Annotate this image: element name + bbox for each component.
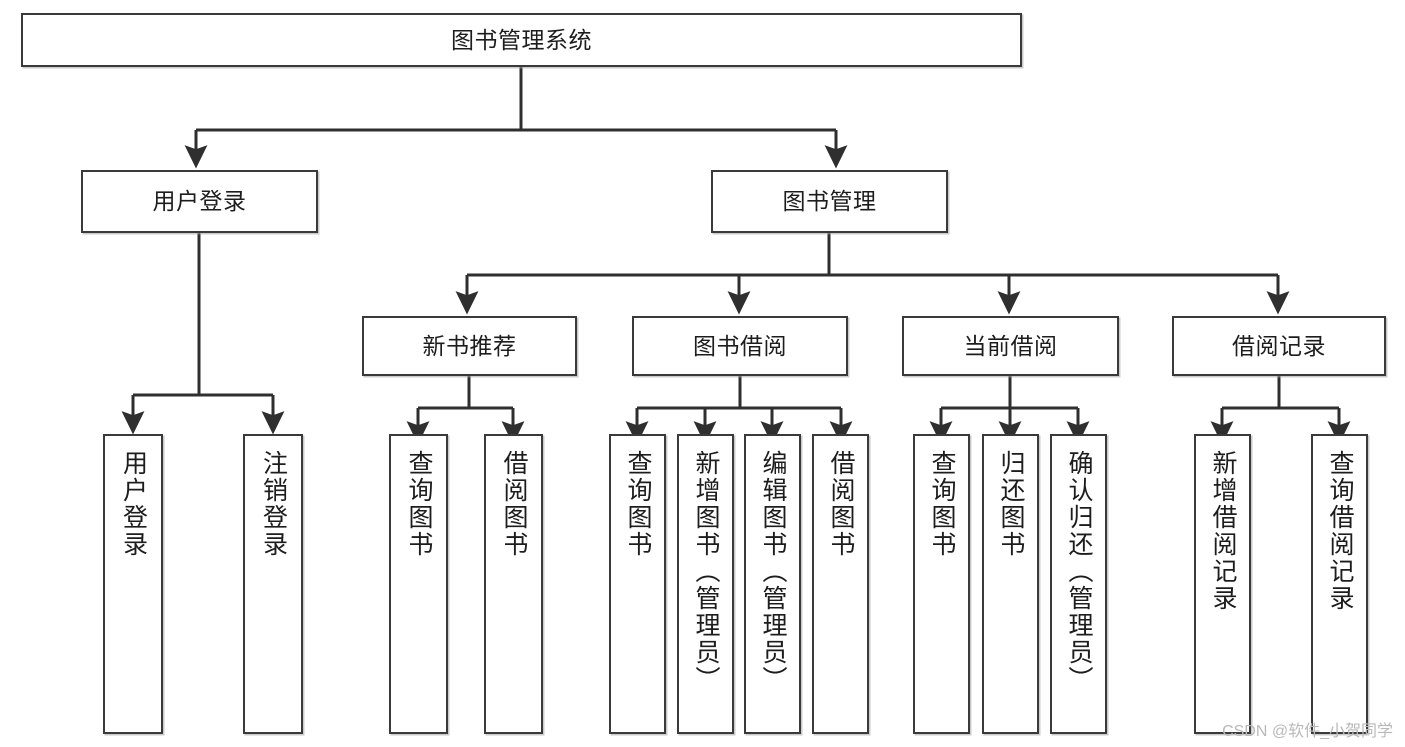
leaf-newbook-borrow-book-label: 借阅图书 xyxy=(500,450,528,558)
node-book-management-label: 图书管理 xyxy=(782,188,877,214)
node-borrow-record[interactable]: 借阅记录 xyxy=(1172,316,1386,376)
leaf-borrow-borrow-book-label: 借阅图书 xyxy=(827,450,855,558)
leaf-record-add-borrow-record-label: 新增借阅记录 xyxy=(1209,450,1237,612)
leaf-current-confirm-return-admin-label: 确认归还（管理员） xyxy=(1065,450,1093,693)
leaf-current-return-book-label: 归还图书 xyxy=(997,450,1025,558)
leaf-borrow-edit-book-admin[interactable]: 编辑图书（管理员） xyxy=(744,434,801,734)
node-current-borrow-label: 当前借阅 xyxy=(963,332,1058,359)
leaf-borrow-edit-book-admin-label: 编辑图书（管理员） xyxy=(759,450,787,693)
leaf-newbook-query-book-label: 查询图书 xyxy=(405,450,433,558)
leaf-user-login[interactable]: 用户登录 xyxy=(103,434,163,734)
node-new-book-recommend-label: 新书推荐 xyxy=(422,332,517,359)
node-book-borrow-label: 图书借阅 xyxy=(693,332,787,359)
leaf-current-query-book-label: 查询图书 xyxy=(928,450,956,558)
node-new-book-recommend[interactable]: 新书推荐 xyxy=(362,316,577,376)
leaf-borrow-add-book-admin-label: 新增图书（管理员） xyxy=(692,450,720,693)
leaf-newbook-borrow-book[interactable]: 借阅图书 xyxy=(484,434,543,734)
leaf-current-confirm-return-admin[interactable]: 确认归还（管理员） xyxy=(1050,434,1107,734)
node-book-borrow[interactable]: 图书借阅 xyxy=(632,316,848,376)
leaf-current-return-book[interactable]: 归还图书 xyxy=(982,434,1039,734)
leaf-user-logout[interactable]: 注销登录 xyxy=(243,434,303,734)
leaf-user-logout-label: 注销登录 xyxy=(259,450,288,558)
leaf-borrow-query-book[interactable]: 查询图书 xyxy=(609,434,666,734)
leaf-user-login-label: 用户登录 xyxy=(119,450,148,558)
node-root[interactable]: 图书管理系统 xyxy=(21,13,1022,67)
leaf-borrow-query-book-label: 查询图书 xyxy=(624,450,652,558)
node-current-borrow[interactable]: 当前借阅 xyxy=(902,316,1119,376)
node-user-login[interactable]: 用户登录 xyxy=(81,170,318,233)
leaf-record-query-borrow-record[interactable]: 查询借阅记录 xyxy=(1311,434,1368,734)
node-user-login-label: 用户登录 xyxy=(152,188,247,214)
node-book-management[interactable]: 图书管理 xyxy=(711,170,948,233)
node-borrow-record-label: 借阅记录 xyxy=(1232,332,1326,359)
leaf-current-query-book[interactable]: 查询图书 xyxy=(913,434,970,734)
leaf-borrow-borrow-book[interactable]: 借阅图书 xyxy=(812,434,869,734)
node-root-label: 图书管理系统 xyxy=(451,26,592,53)
leaf-record-add-borrow-record[interactable]: 新增借阅记录 xyxy=(1194,434,1251,734)
watermark: CSDN @软件_小贺同学 xyxy=(1222,723,1393,740)
leaf-newbook-query-book[interactable]: 查询图书 xyxy=(389,434,448,734)
leaf-record-query-borrow-record-label: 查询借阅记录 xyxy=(1326,450,1354,612)
leaf-borrow-add-book-admin[interactable]: 新增图书（管理员） xyxy=(677,434,734,734)
